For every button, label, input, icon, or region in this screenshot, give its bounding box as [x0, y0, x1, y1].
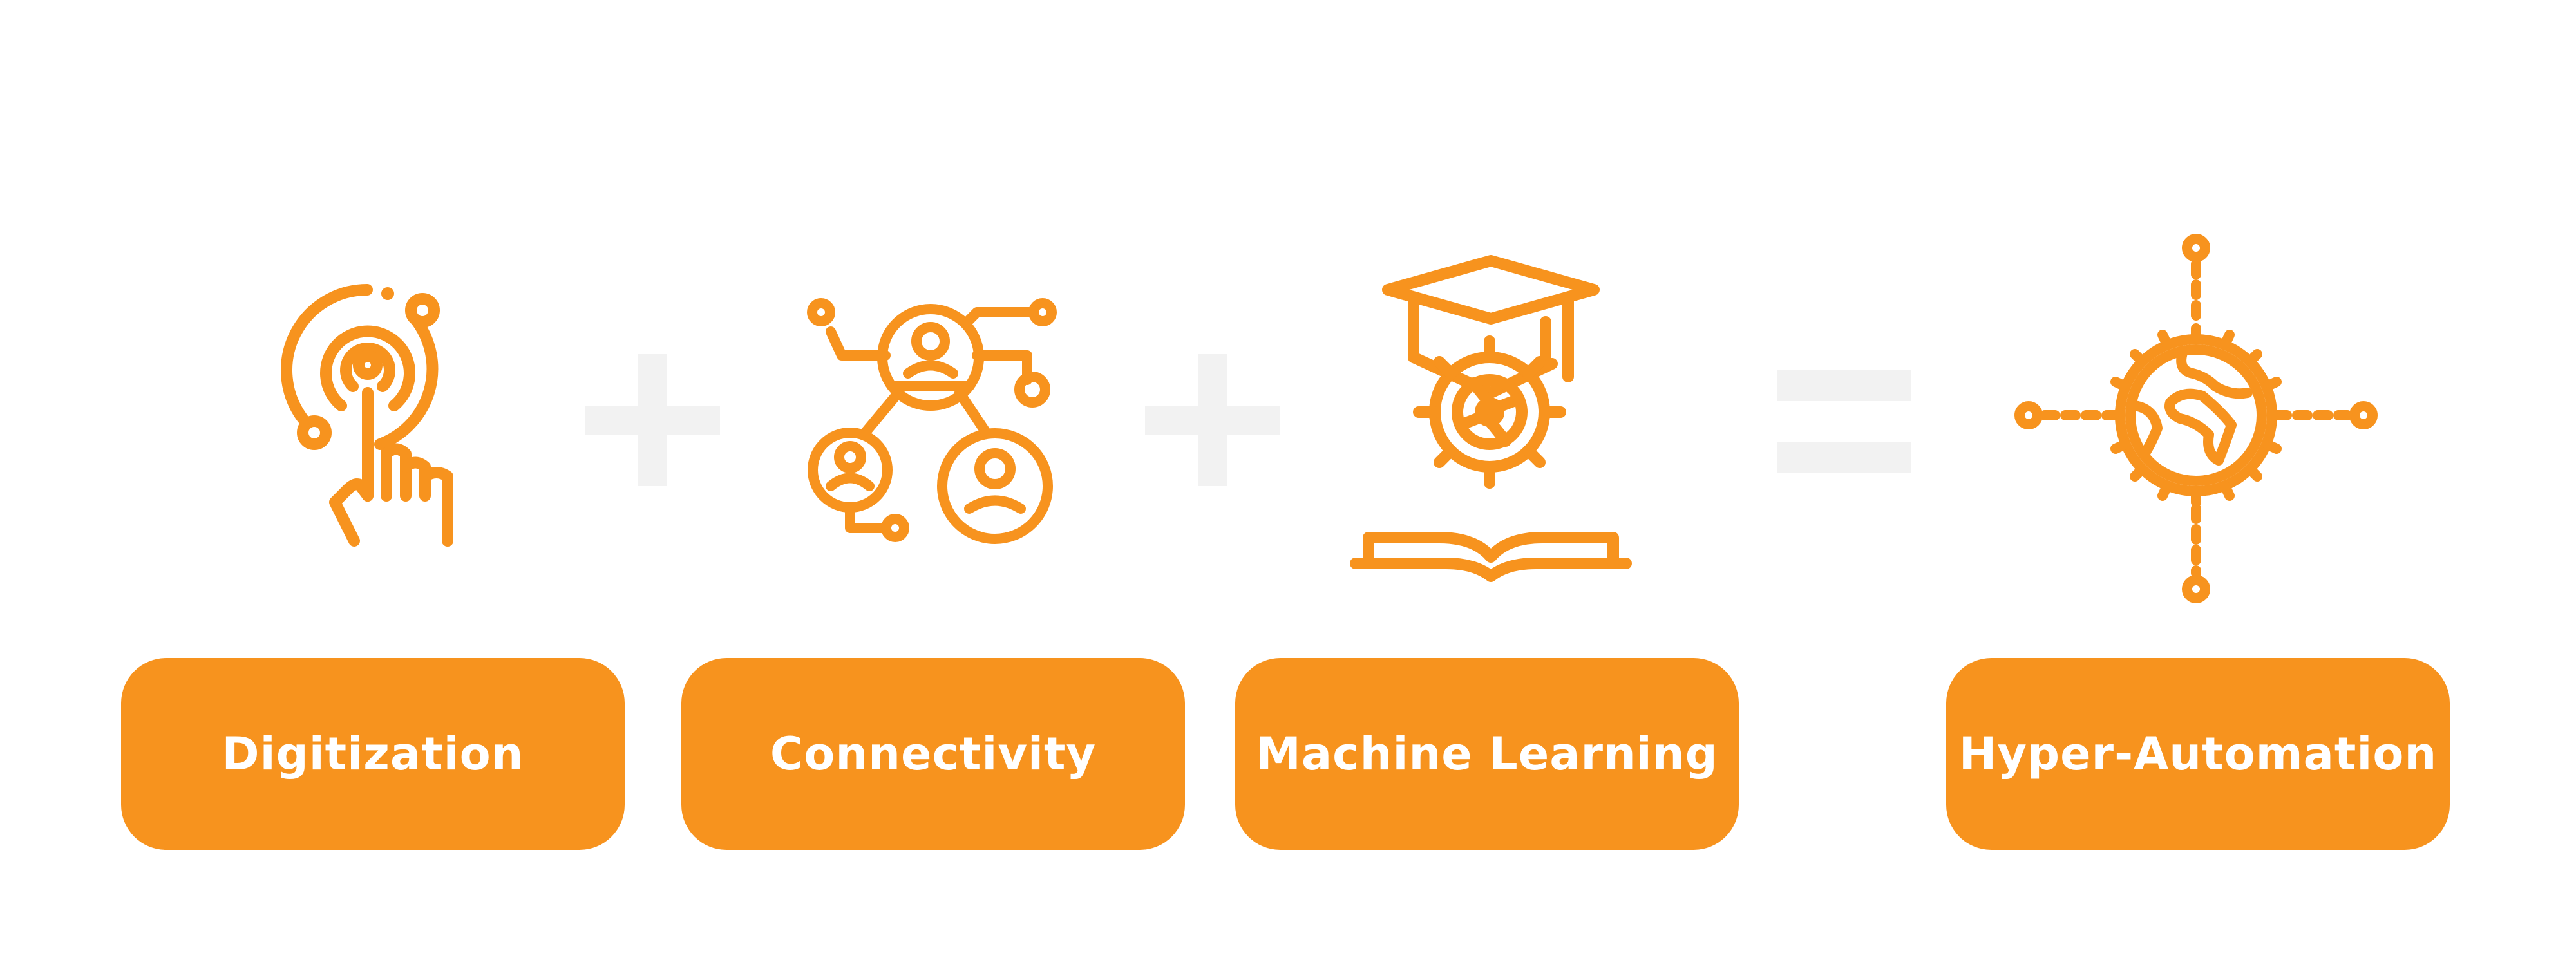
- equals-operator: [1777, 370, 1911, 473]
- label-machine-learning: Machine Learning: [1235, 658, 1739, 850]
- label-digitization: Digitization: [121, 658, 625, 850]
- plus-operator-2: [1145, 354, 1280, 486]
- graduation-gear-book-icon: [1349, 254, 1633, 589]
- connected-people-icon: [802, 296, 1059, 554]
- globe-gear-icon: [2012, 234, 2380, 603]
- touch-finger-icon: [277, 283, 464, 547]
- plus-operator-1: [585, 354, 720, 486]
- label-connectivity: Connectivity: [681, 658, 1185, 850]
- label-hyper-automation: Hyper-Automation: [1946, 658, 2450, 850]
